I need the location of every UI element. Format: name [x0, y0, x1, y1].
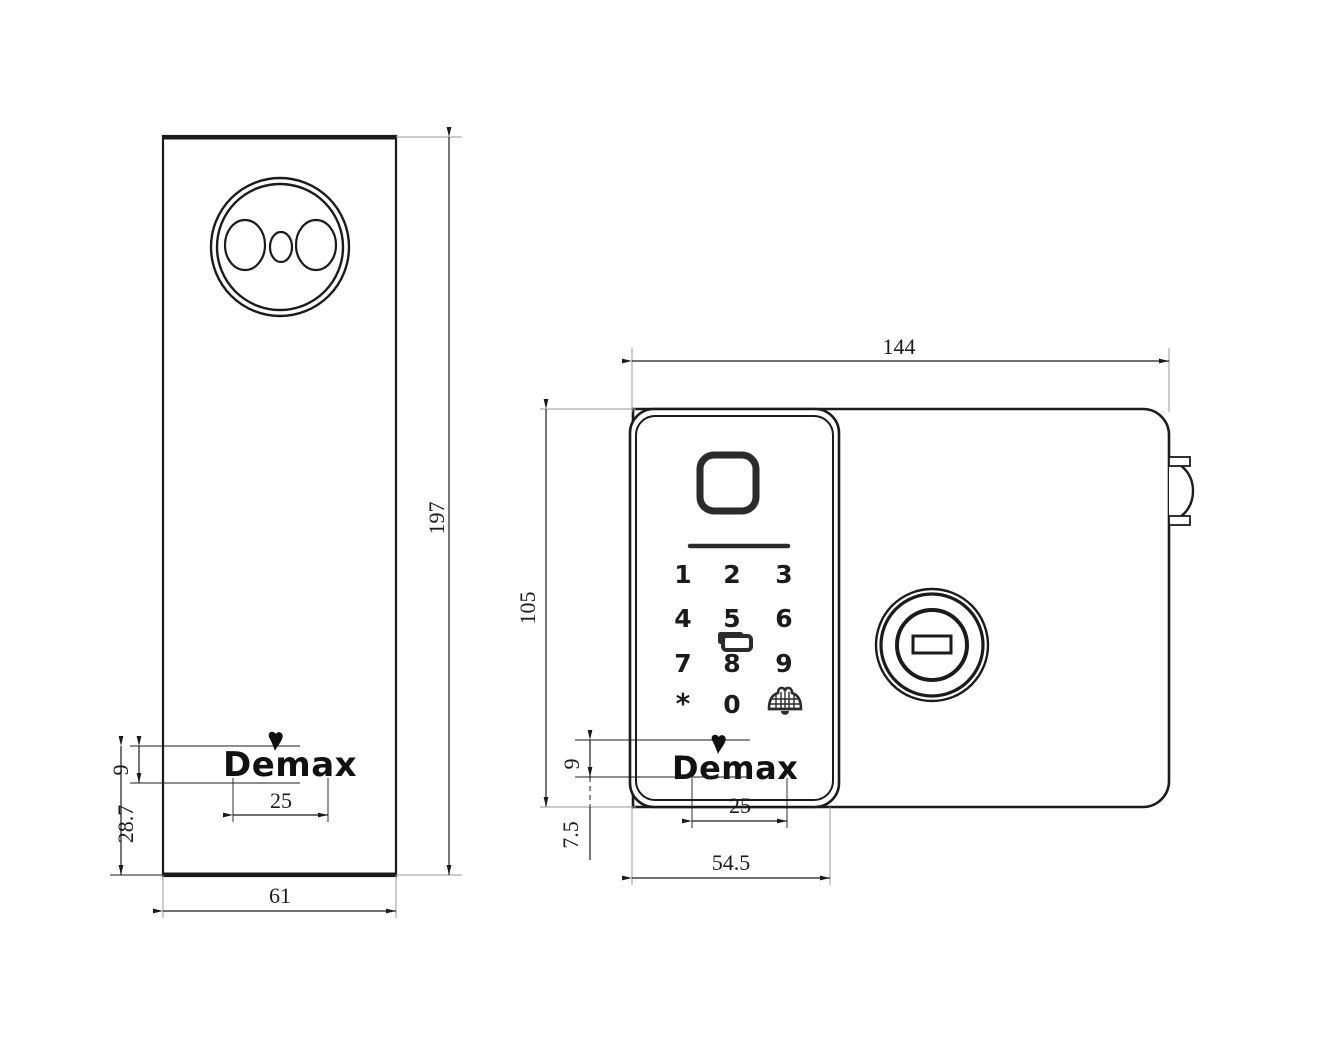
key-6[interactable]: 6	[775, 604, 792, 633]
oval-right	[294, 218, 338, 272]
dimlabel-54-5: 54.5	[712, 850, 751, 875]
side-view-logo: Demax	[223, 731, 357, 785]
side-view-dimensions: 197 9 28.7 25 61	[108, 127, 462, 918]
oval-center-small	[268, 230, 294, 264]
logo-text: Demax	[223, 745, 357, 785]
dimlabel-7-5: 7.5	[558, 821, 583, 849]
front-view: 1 2 3 4 5 6 7 8 9 * 0	[628, 407, 1195, 809]
dimlabel-61: 61	[269, 883, 291, 908]
bell-hatch	[770, 691, 800, 709]
dimlabel-144: 144	[883, 334, 916, 359]
knob-tab-bottom	[1168, 515, 1191, 526]
key-1[interactable]: 1	[674, 560, 691, 589]
bell-icon[interactable]	[767, 686, 803, 715]
keypad[interactable]: 1 2 3 4 5 6 7 8 9 * 0	[674, 560, 792, 720]
key-star[interactable]: *	[676, 687, 691, 720]
oval-left	[223, 218, 267, 272]
key-9[interactable]: 9	[775, 649, 792, 678]
key-5[interactable]: 5	[723, 604, 740, 633]
key-0[interactable]: 0	[723, 690, 740, 719]
dimlabel-25-left: 25	[270, 788, 292, 813]
key-cylinder-icon[interactable]	[874, 587, 990, 703]
key-3[interactable]: 3	[775, 560, 792, 589]
key-2[interactable]: 2	[723, 560, 740, 589]
side-view-body	[161, 134, 398, 878]
cluster-outer-ring	[209, 176, 351, 318]
key-7[interactable]: 7	[674, 649, 691, 678]
key-4[interactable]: 4	[674, 604, 691, 633]
knob-tab-top	[1168, 456, 1191, 467]
dimlabel-9-right: 9	[559, 759, 584, 770]
dimlabel-28-7: 28.7	[113, 805, 138, 844]
keyhole-slot	[911, 634, 953, 655]
side-view: Demax	[161, 134, 398, 878]
thumb-turn-knob	[1168, 456, 1195, 526]
logo-text-front: Demax	[672, 749, 798, 787]
cylinder-outer-ring	[874, 587, 990, 703]
fingerprint-square-icon[interactable]	[696, 451, 760, 515]
front-view-dimensions: 144 105 9 7.5 25 54.5	[515, 334, 1170, 885]
bell-clapper	[781, 711, 789, 715]
cluster-inner-ring	[215, 182, 345, 312]
card-face	[721, 634, 753, 652]
dimlabel-105: 105	[515, 592, 540, 625]
dimlabel-25-right: 25	[729, 793, 751, 818]
speaker-cluster-icon	[209, 176, 351, 318]
cylinder-mid-ring	[879, 592, 985, 698]
rfid-card-icon[interactable]	[718, 632, 753, 652]
key-8[interactable]: 8	[723, 649, 740, 678]
leaf-sprout-icon	[268, 731, 283, 751]
dimlabel-197: 197	[424, 502, 449, 535]
